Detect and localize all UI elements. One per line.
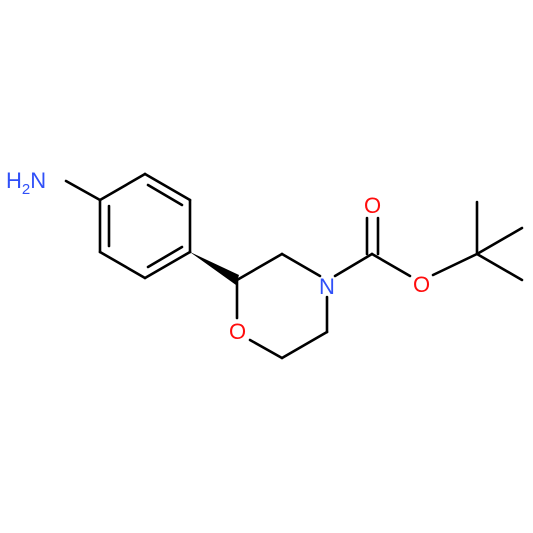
bond-carbonyl-ester — [370, 252, 412, 278]
bond-morph-c5-c6 — [280, 330, 329, 360]
carbonyl-oxygen-label: O — [364, 193, 381, 218]
bond-morph-c6-o1 — [248, 338, 284, 360]
benzene-ring — [98, 172, 192, 280]
bond-benzene-1 — [98, 172, 147, 202]
bond-tbu-methyl-right-down — [475, 252, 524, 282]
morpholine-ring — [235, 252, 329, 360]
bond-benzene-inner-2 — [146, 245, 184, 269]
bond-tbu-methyl-right-up — [475, 226, 524, 256]
label-amine: H2N — [6, 168, 46, 198]
bond-benzene-2 — [143, 172, 192, 202]
ring-nitrogen-label: N — [319, 274, 335, 299]
ester-oxygen-label: O — [413, 272, 430, 297]
bond-benzene-5 — [98, 250, 147, 280]
ring-oxygen-label: O — [229, 319, 246, 344]
boc-group — [333, 200, 524, 282]
wedge-bond-fill — [190, 252, 239, 285]
bond-morph-c3-n4 — [280, 252, 322, 278]
amine-label: H2N — [6, 168, 46, 198]
bond-ester-tbu — [431, 252, 479, 277]
bond-n-carbonyl — [333, 252, 374, 278]
bond-benzene-4 — [143, 250, 192, 280]
bond-benzene-inner-1 — [146, 183, 184, 207]
bond-amine — [64, 179, 102, 202]
bond-morph-c2-c3 — [235, 252, 284, 282]
